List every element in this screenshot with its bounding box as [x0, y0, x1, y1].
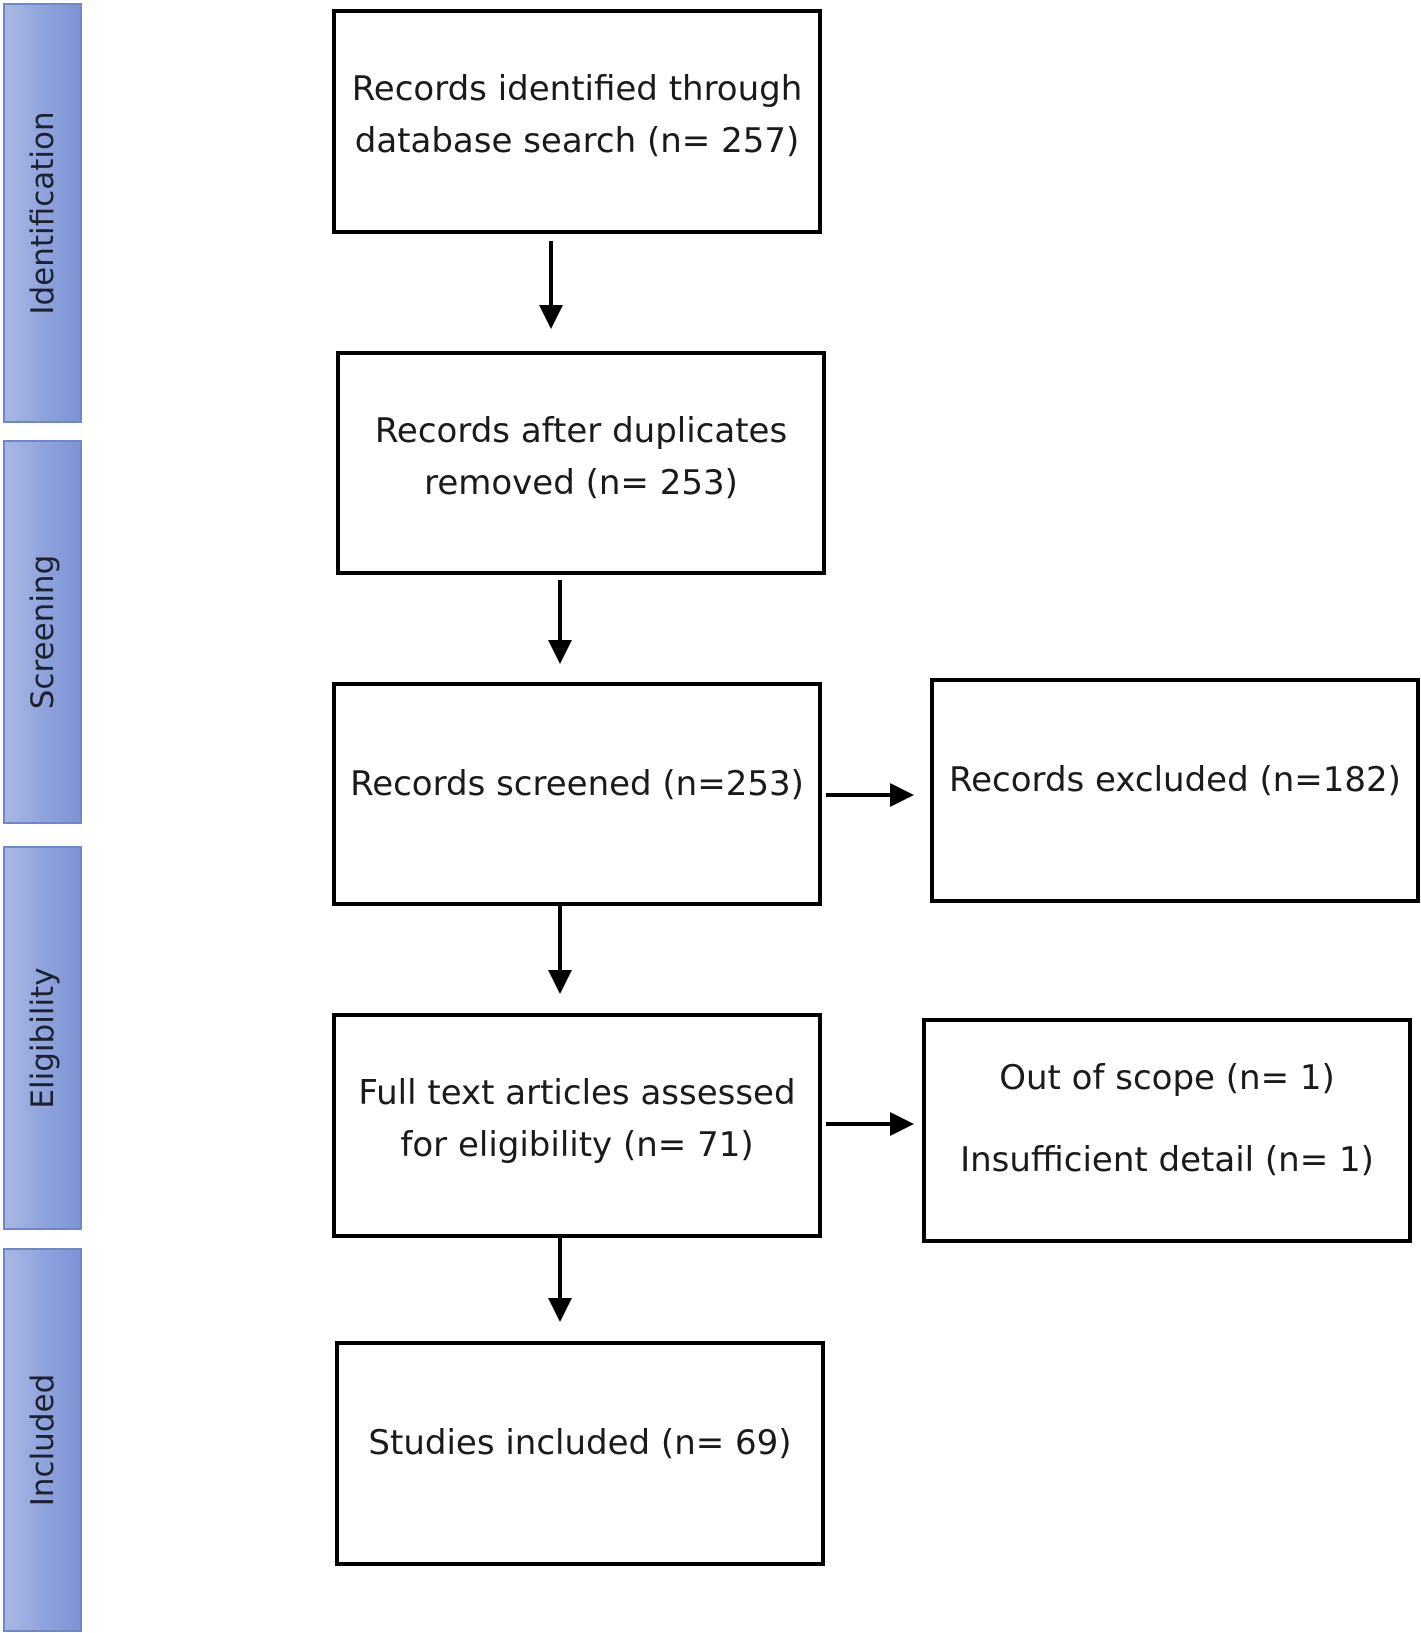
box-records-identified: Records identified through database sear… [332, 9, 822, 234]
stage-screening: Screening [3, 440, 82, 824]
box-after-duplicates-line1: Records after duplicates [374, 411, 788, 451]
stage-included: Included [3, 1248, 82, 1632]
box-records-screened: Records screened (n=253) [332, 682, 822, 906]
box-after-duplicates-line2: removed (n= 253) [424, 463, 738, 503]
box-after-duplicates: Records after duplicates removed (n= 253… [336, 351, 826, 575]
box-studies-included-line1: Studies included (n= 69) [368, 1423, 792, 1463]
stage-identification: Identification [3, 3, 82, 423]
box-records-excluded-line1: Records excluded (n=182) [949, 760, 1401, 800]
box-exclusion-reasons: Out of scope (n= 1) Insufficient detail … [922, 1018, 1412, 1243]
box-exclusion-reasons-line2: Insufficient detail (n= 1) [960, 1140, 1374, 1180]
box-studies-included: Studies included (n= 69) [335, 1341, 825, 1566]
box-records-identified-line2: database search (n= 257) [354, 121, 800, 161]
stage-eligibility: Eligibility [3, 846, 82, 1230]
box-fulltext-assessed: Full text articles assessed for eligibil… [332, 1013, 822, 1238]
box-exclusion-reasons-line1: Out of scope (n= 1) [999, 1058, 1335, 1098]
box-records-excluded: Records excluded (n=182) [930, 678, 1420, 903]
box-fulltext-assessed-line2: for eligibility (n= 71) [400, 1125, 754, 1165]
box-fulltext-assessed-line1: Full text articles assessed [358, 1073, 796, 1113]
box-records-identified-line1: Records identified through [351, 69, 803, 109]
box-records-screened-line1: Records screened (n=253) [350, 764, 804, 804]
